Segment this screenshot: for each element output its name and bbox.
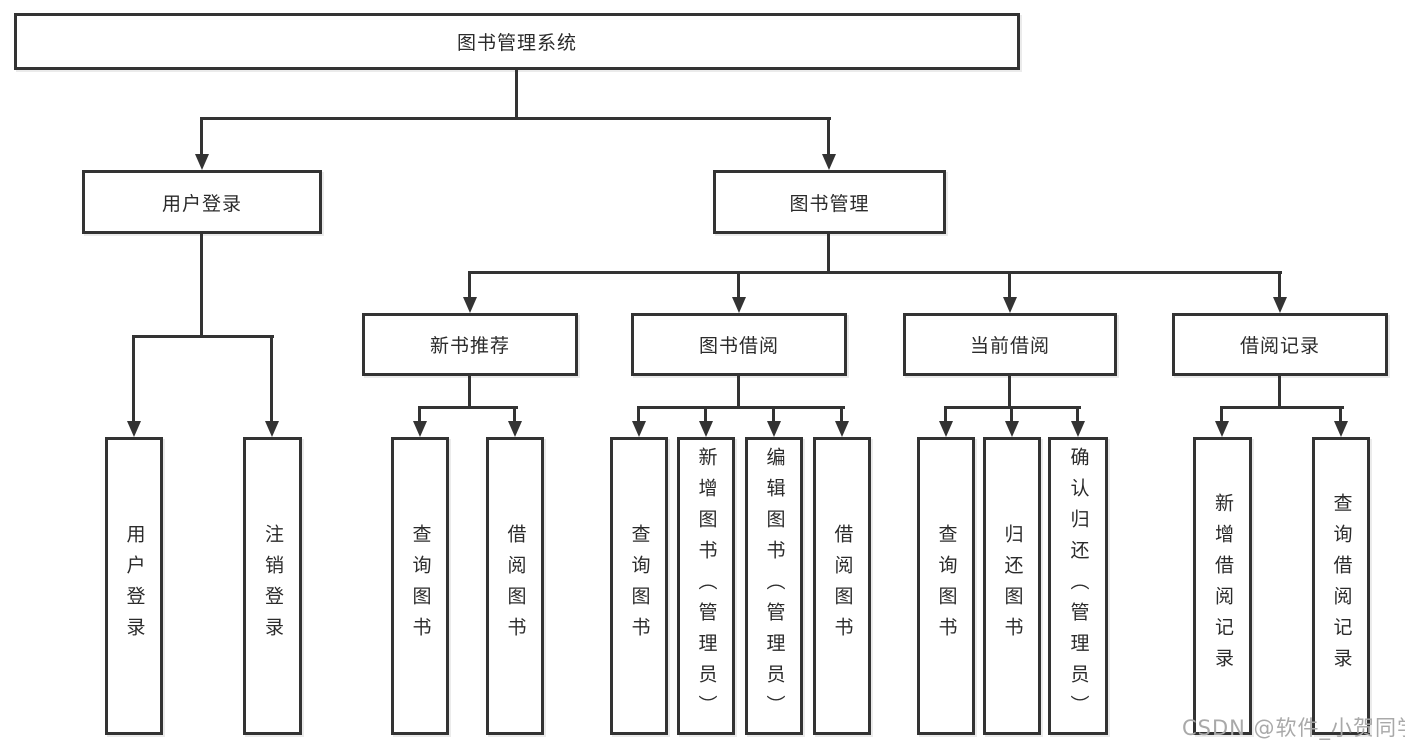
connector-line xyxy=(1278,376,1281,409)
connector-line xyxy=(1278,271,1281,299)
node-book-management-label: 图书管理 xyxy=(789,192,870,215)
leaf-newbooks-query-books-label: 查询图书 xyxy=(409,524,432,648)
connector-line xyxy=(515,70,518,119)
connector-line xyxy=(1339,406,1342,423)
connector-line xyxy=(513,406,516,423)
connector-line xyxy=(1008,376,1011,409)
csdn-watermark: CSDN @软件_小贺同学 xyxy=(1182,716,1405,740)
connector-line xyxy=(637,406,640,423)
arrowhead-down-icon xyxy=(265,421,279,437)
connector-line xyxy=(132,335,274,338)
node-borrowing-records: 借阅记录 xyxy=(1172,313,1388,376)
leaf-borrowing-add-books-admin: 新增图书（管理员） xyxy=(677,437,735,735)
leaf-records-query-record: 查询借阅记录 xyxy=(1312,437,1370,735)
connector-line xyxy=(132,335,135,421)
connector-line xyxy=(1076,406,1079,423)
leaf-current-confirm-return-admin: 确认归还（管理员） xyxy=(1048,437,1108,735)
connector-line xyxy=(944,406,947,423)
connector-line xyxy=(468,271,471,299)
connector-line xyxy=(637,406,845,409)
arrowhead-down-icon xyxy=(463,297,477,313)
connector-line xyxy=(772,406,775,423)
leaf-current-query-books-label: 查询图书 xyxy=(935,524,958,648)
connector-line xyxy=(1220,406,1223,423)
leaf-borrowing-edit-books-admin-label: 编辑图书（管理员） xyxy=(763,446,786,726)
connector-line xyxy=(737,271,740,299)
leaf-logout-label: 注销登录 xyxy=(262,524,284,648)
arrowhead-down-icon xyxy=(732,297,746,313)
arrowhead-down-icon xyxy=(699,421,713,437)
leaf-borrowing-borrow-books: 借阅图书 xyxy=(813,437,871,735)
leaf-current-query-books: 查询图书 xyxy=(917,437,975,735)
node-borrowing-records-label: 借阅记录 xyxy=(1239,335,1320,357)
node-current-borrowing-label: 当前借阅 xyxy=(969,335,1050,357)
leaf-borrowing-borrow-books-label: 借阅图书 xyxy=(831,524,854,648)
arrowhead-down-icon xyxy=(1334,421,1348,437)
node-new-book-recommend: 新书推荐 xyxy=(362,313,578,376)
leaf-current-return-books: 归还图书 xyxy=(983,437,1041,735)
connector-line xyxy=(840,406,843,423)
leaf-user-login-label: 用户登录 xyxy=(123,524,146,648)
node-user-login: 用户登录 xyxy=(82,170,322,234)
connector-line xyxy=(200,234,203,337)
leaf-newbooks-query-books: 查询图书 xyxy=(391,437,449,735)
arrowhead-down-icon xyxy=(822,154,836,170)
arrowhead-down-icon xyxy=(835,421,849,437)
arrowhead-down-icon xyxy=(195,154,209,170)
leaf-current-confirm-return-admin-label: 确认归还（管理员） xyxy=(1067,446,1090,726)
node-book-borrowing: 图书借阅 xyxy=(631,313,847,376)
connector-line xyxy=(270,335,273,421)
connector-line xyxy=(827,234,830,274)
arrowhead-down-icon xyxy=(1003,297,1017,313)
arrowhead-down-icon xyxy=(1273,297,1287,313)
arrowhead-down-icon xyxy=(413,421,427,437)
connector-line xyxy=(1008,271,1011,299)
leaf-borrowing-edit-books-admin: 编辑图书（管理员） xyxy=(745,437,803,735)
leaf-records-query-record-label: 查询借阅记录 xyxy=(1330,493,1353,679)
arrowhead-down-icon xyxy=(1071,421,1085,437)
connector-line xyxy=(1220,406,1344,409)
arrowhead-down-icon xyxy=(127,421,141,437)
connector-line xyxy=(468,376,471,409)
node-user-login-label: 用户登录 xyxy=(161,192,242,215)
arrowhead-down-icon xyxy=(767,421,781,437)
leaf-borrowing-query-books: 查询图书 xyxy=(610,437,668,735)
leaf-records-add-record: 新增借阅记录 xyxy=(1193,437,1252,735)
node-book-borrowing-label: 图书借阅 xyxy=(698,335,779,357)
connector-line xyxy=(200,117,831,120)
node-library-system-label: 图书管理系统 xyxy=(456,32,577,54)
leaf-user-login: 用户登录 xyxy=(105,437,163,735)
connector-line xyxy=(468,271,1282,274)
leaf-newbooks-borrow-books: 借阅图书 xyxy=(486,437,544,735)
connector-line xyxy=(418,406,518,409)
connector-line xyxy=(827,117,830,154)
leaf-current-return-books-label: 归还图书 xyxy=(1001,524,1024,648)
node-current-borrowing: 当前借阅 xyxy=(903,313,1117,376)
leaf-borrowing-add-books-admin-label: 新增图书（管理员） xyxy=(695,446,718,726)
node-new-book-recommend-label: 新书推荐 xyxy=(429,335,510,357)
connector-line xyxy=(737,376,740,409)
leaf-newbooks-borrow-books-label: 借阅图书 xyxy=(504,524,527,648)
connector-line xyxy=(704,406,707,423)
connector-line xyxy=(418,406,421,423)
arrowhead-down-icon xyxy=(632,421,646,437)
leaf-borrowing-query-books-label: 查询图书 xyxy=(628,524,651,648)
arrowhead-down-icon xyxy=(939,421,953,437)
leaf-records-add-record-label: 新增借阅记录 xyxy=(1212,493,1234,679)
arrowhead-down-icon xyxy=(508,421,522,437)
connector-line xyxy=(1010,406,1013,423)
arrowhead-down-icon xyxy=(1215,421,1229,437)
leaf-logout: 注销登录 xyxy=(243,437,302,735)
connector-line xyxy=(200,117,203,154)
node-library-system: 图书管理系统 xyxy=(14,13,1020,70)
arrowhead-down-icon xyxy=(1005,421,1019,437)
node-book-management: 图书管理 xyxy=(713,170,946,234)
